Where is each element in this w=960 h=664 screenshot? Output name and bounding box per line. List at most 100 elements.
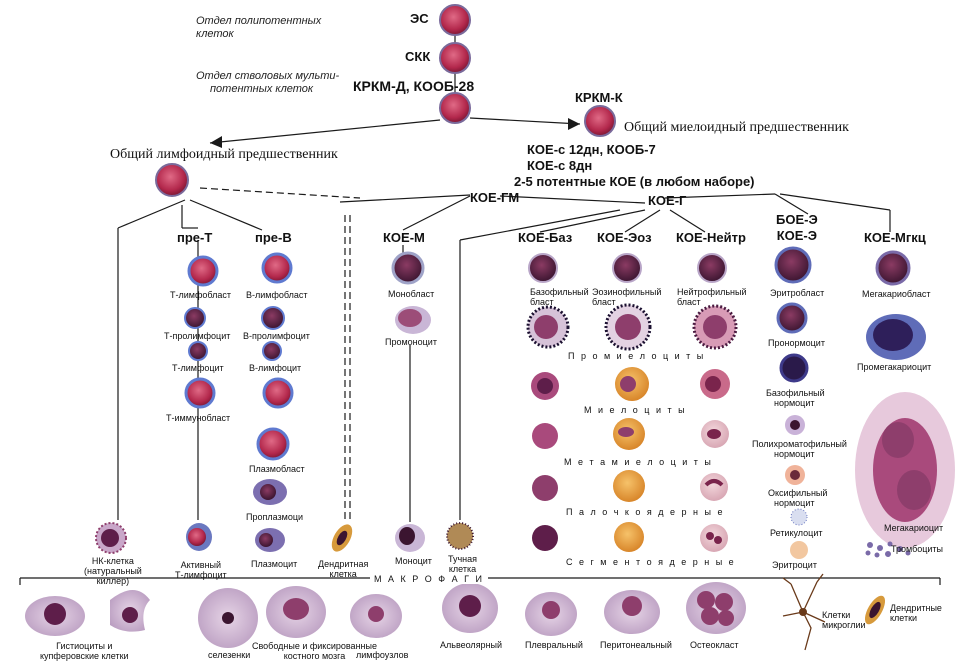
label-promonocit: Промоноцит [385,337,437,347]
polikhrom-normocit-line1: Полихроматофильный [752,439,847,449]
label-koe-g: КОЕ-Г [648,193,687,208]
label-es: ЭС [410,11,429,26]
macrophage-cells [25,573,886,651]
label-peritonealnyy: Перитонеальный [600,640,672,650]
label-proplazmocit: Проплазмоци [246,512,304,522]
terminal-cells [95,522,474,554]
baz-blast-line2: бласт [530,297,554,307]
label-nk-kletka: НК-клетка (натуральный киллер) [84,556,142,586]
stem-cells [155,4,616,197]
otdel-stvol-line1: Отдел стволовых мульти- [196,70,340,82]
erythroid-cells [774,246,812,559]
dendr-line2: клетка [329,569,357,579]
koe-block-line1: КОЕ-с 12дн, КООБ-7 [527,142,656,157]
baz-blast-line1: Базофильный [530,287,589,297]
oksifil-normocit-line1: Оксифильный [768,488,828,498]
mikroglia-line2: микроглии [822,620,866,630]
mikroglia-line1: Клетки [822,610,851,620]
label-oksifil-normocit: Оксифильный нормоцит [768,488,827,508]
label-plazmocit: Плазмоцит [251,559,298,569]
label-koe-neytr: КОЕ-Нейтр [676,230,746,245]
active-t-line1: Активный [180,560,222,570]
tuchn-line1: Тучная [448,554,478,564]
label-monoblast: Монобласт [388,289,435,299]
label-tuchn-kletka: Тучная клетка [448,554,477,574]
label-svobodnye: Свободные и фиксированные костного мозга [252,641,377,661]
label-dendr-kletki: Дендритные клетки [890,603,942,623]
label-pre-b: пре-В [255,230,292,245]
label-limfouzlov: лимфоузлов [356,650,409,660]
svob-line2: костного мозга [283,651,346,661]
label-metamielocity: М е т а м и е л о ц и т ы [564,457,713,467]
label-krkm-k: КРКМ-К [575,90,623,105]
koe-block-line3: 2-5 потентные КОЕ (в любом наборе) [514,174,755,189]
boe-e-line1: БОЕ-Э [776,212,818,227]
label-baz-blast: Базофильный бласт [530,287,589,307]
label-eoz-blast: Эозинофильный бласт [592,287,661,307]
label-active-t: Активный Т-лимфоцит [175,560,227,580]
label-promegakariocit: Промегакариоцит [857,362,932,372]
label-promielocity: П р о м и е л о ц и т ы [568,351,706,361]
label-b-limfoblast: В-лимфобласт [246,290,308,300]
label-plevralnyy: Плевральный [525,640,583,650]
eoz-blast-line1: Эозинофильный [592,287,662,297]
nk-line1: НК-клетка [91,556,134,566]
label-koe-gm: КОЕ-ГМ [470,190,520,205]
label-osteoklast: Остеокласт [690,640,739,650]
label-otdel-stvol: Отдел стволовых мульти- потентных клеток [196,70,339,96]
bazofil-normocit-line2: нормоцит [774,398,815,408]
megakaryocyte-cells [855,250,955,558]
neytr-blast-line2: бласт [677,297,701,307]
koe-block-line2: КОЕ-с 8дн [527,158,593,173]
eoz-blast-line2: бласт [592,297,616,307]
boe-e-line2: КОЕ-Э [776,228,817,243]
label-dendr-kletka: Дендритная клетка [318,559,368,579]
label-gistiocity: Гистиоциты и купферовские клетки [40,641,129,661]
label-polikhrom-normocit: Полихроматофильный нормоцит [752,439,847,459]
active-t-line2: Т-лимфоцит [175,570,227,580]
label-t-prolimfocit: Т-пролимфоцит [164,331,231,341]
label-palochkoyadernye: П а л о ч к о я д е р н ы е [566,507,725,517]
nk-line3: киллер) [96,576,130,586]
label-retikulocit: Ретикулоцит [770,528,823,538]
svob-line1: Свободные и фиксированные [252,641,377,651]
gistio-line2: купферовские клетки [40,651,129,661]
label-alveolyarnyy: Альвеолярный [440,640,503,650]
label-plazmoblast: Плазмобласт [249,464,305,474]
label-makrofagi: М А К Р О Ф А Г И [370,574,488,584]
label-megakarioblast: Мегакариобласт [862,289,931,299]
label-t-limfoblast: Т-лимфобласт [170,290,232,300]
polikhrom-normocit-line2: нормоцит [774,449,815,459]
otdel-polipotent-line1: Отдел полипотентных [196,15,322,27]
label-koe-m: КОЕ-М [383,230,425,245]
label-b-limfocit: В-лимфоцит [249,363,302,373]
otdel-polipotent-line2: клеток [196,28,234,40]
label-pronormocit: Пронормоцит [768,338,825,348]
label-b-prolimfocit: В-пролимфоцит [243,331,310,341]
label-eritroblast: Эритробласт [770,288,825,298]
label-boe-e: БОЕ-Э КОЕ-Э [776,212,818,244]
lymphoid-cells [184,252,294,552]
label-bazofil-normocit: Базофильный нормоцит [766,388,825,408]
label-mikroglia: Клетки микроглии [822,610,866,630]
neytr-blast-line1: Нейтрофильный [677,287,747,297]
nk-line2: (натуральный [84,566,142,576]
label-mielocity: М и е л о ц и т ы [584,405,687,415]
label-otdel-polipotent: Отдел полипотентных клеток [196,15,321,41]
label-eritrocit: Эритроцит [772,560,817,570]
label-monocit: Моноцит [395,556,432,566]
oksifil-normocit-line2: нормоцит [774,498,815,508]
granulocyte-cells [526,253,738,552]
label-trombocity: Тромбоциты [891,544,944,554]
label-koe-mgkc: КОЕ-Мгкц [864,230,926,245]
tuchn-line2: клетка [448,564,477,574]
label-obsh-mieloid: Общий миелоидный предшественник [624,120,849,135]
label-t-immunoblast: Т-иммунобласт [166,413,231,423]
label-koe-baz: КОЕ-Баз [518,230,573,245]
label-koe-eoz: КОЕ-Эоз [597,230,652,245]
label-krkm-d: КРКМ-Д, КООБ-28 [353,78,475,94]
label-pre-t: пре-Т [177,230,213,245]
label-skk: СКК [405,49,431,64]
dendr2-line2: клетки [890,613,918,623]
